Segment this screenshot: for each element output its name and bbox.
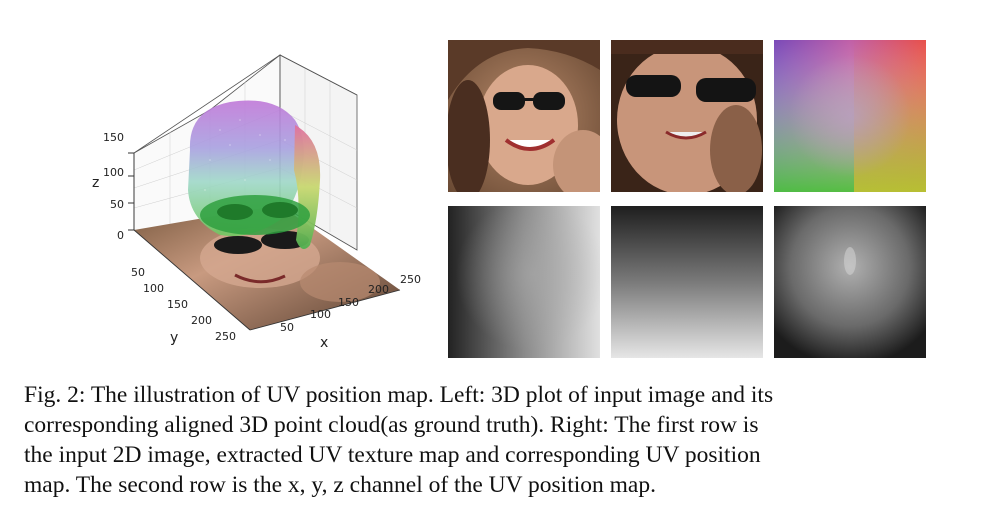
x-tick-label: 200 bbox=[368, 283, 389, 296]
3d-point-cloud-plot: 150 100 50 0 z 50 100 150 200 250 y 50 1… bbox=[92, 54, 421, 351]
point-cloud bbox=[188, 100, 321, 249]
uv-position-map-x-channel bbox=[448, 206, 600, 358]
front-axes bbox=[133, 153, 401, 331]
caption-line-1: Fig. 2: The illustration of UV position … bbox=[24, 382, 774, 408]
y-tick-label: 250 bbox=[215, 330, 236, 343]
y-tick-label: 100 bbox=[143, 282, 164, 295]
uv-position-map bbox=[774, 40, 926, 192]
z-tick-label: 100 bbox=[103, 166, 124, 179]
z-tick-label: 50 bbox=[110, 198, 124, 211]
floor-face-details bbox=[200, 228, 380, 302]
y-axis-label: y bbox=[170, 330, 178, 346]
y-axis-ticks: 50 100 150 200 250 bbox=[131, 266, 236, 343]
input-2d-image bbox=[448, 40, 600, 192]
y-tick-label: 200 bbox=[191, 314, 212, 327]
x-tick-label: 150 bbox=[338, 296, 359, 309]
figure-caption: Fig. 2: The illustration of UV position … bbox=[24, 380, 974, 500]
x-tick-label: 50 bbox=[280, 321, 294, 334]
z-tick-label: 0 bbox=[117, 229, 124, 242]
z-axis-label: z bbox=[92, 175, 99, 191]
uv-texture-map bbox=[611, 40, 763, 192]
y-tick-label: 150 bbox=[167, 298, 188, 311]
caption-line-3: the input 2D image, extracted UV texture… bbox=[24, 442, 761, 468]
caption-line-4: map. The second row is the x, y, z chann… bbox=[24, 472, 656, 498]
uv-position-map-y-channel bbox=[611, 206, 763, 358]
x-tick-label: 100 bbox=[310, 308, 331, 321]
caption-line-2: corresponding aligned 3D point cloud(as … bbox=[24, 412, 759, 438]
x-tick-label: 250 bbox=[400, 273, 421, 286]
y-tick-label: 50 bbox=[131, 266, 145, 279]
z-axis-ticks: 150 100 50 0 bbox=[103, 131, 134, 242]
uv-position-map-z-channel bbox=[774, 206, 926, 358]
x-axis-label: x bbox=[320, 335, 328, 351]
z-tick-label: 150 bbox=[103, 131, 124, 144]
x-axis-ticks: 50 100 150 200 250 bbox=[280, 273, 421, 334]
